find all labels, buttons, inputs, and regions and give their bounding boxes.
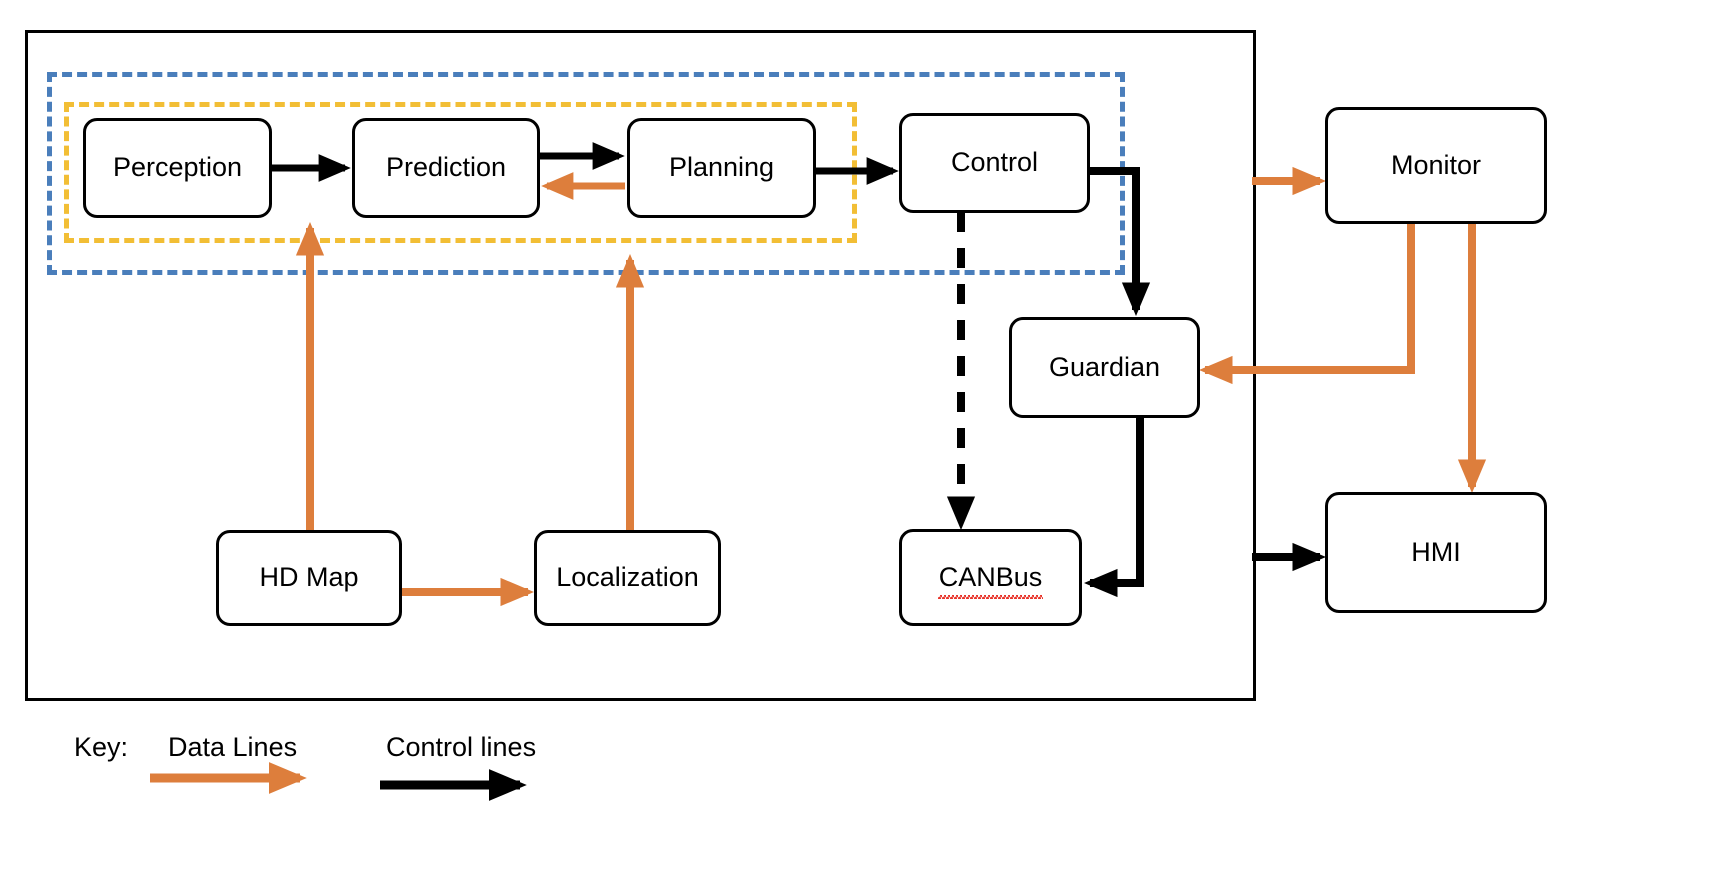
vehicle-boundary-frame [25, 30, 1256, 701]
node-label: Prediction [385, 152, 507, 183]
key-label-control-lines: Control lines [386, 732, 537, 762]
edge-monitor-to-guardian [1198, 224, 1415, 385]
node-canbus[interactable]: CANBus [899, 529, 1082, 626]
key-label-data-lines: Data Lines [168, 732, 298, 762]
node-label: HMI [1411, 536, 1461, 567]
node-label: Monitor [1390, 149, 1482, 180]
node-localization[interactable]: Localization [534, 530, 721, 626]
node-label: Perception [112, 152, 243, 183]
node-planning[interactable]: Planning [627, 118, 816, 218]
node-guardian[interactable]: Guardian [1009, 317, 1200, 418]
node-label: Control [950, 147, 1039, 178]
node-label: HD Map [259, 562, 359, 593]
node-label: Guardian [1048, 351, 1161, 382]
node-control[interactable]: Control [899, 113, 1090, 213]
node-label: Localization [556, 562, 699, 593]
node-hmi[interactable]: HMI [1325, 492, 1547, 613]
node-label: CANBus [937, 561, 1043, 599]
edge-guardian-to-canbus [1083, 418, 1144, 598]
node-label: Planning [668, 152, 775, 183]
node-hd-map[interactable]: HD Map [216, 530, 402, 626]
node-prediction[interactable]: Prediction [352, 118, 540, 218]
key-title: Key: [74, 732, 129, 762]
edge-control-to-guardian [1090, 167, 1151, 317]
node-perception[interactable]: Perception [83, 118, 272, 218]
node-monitor[interactable]: Monitor [1325, 107, 1547, 224]
